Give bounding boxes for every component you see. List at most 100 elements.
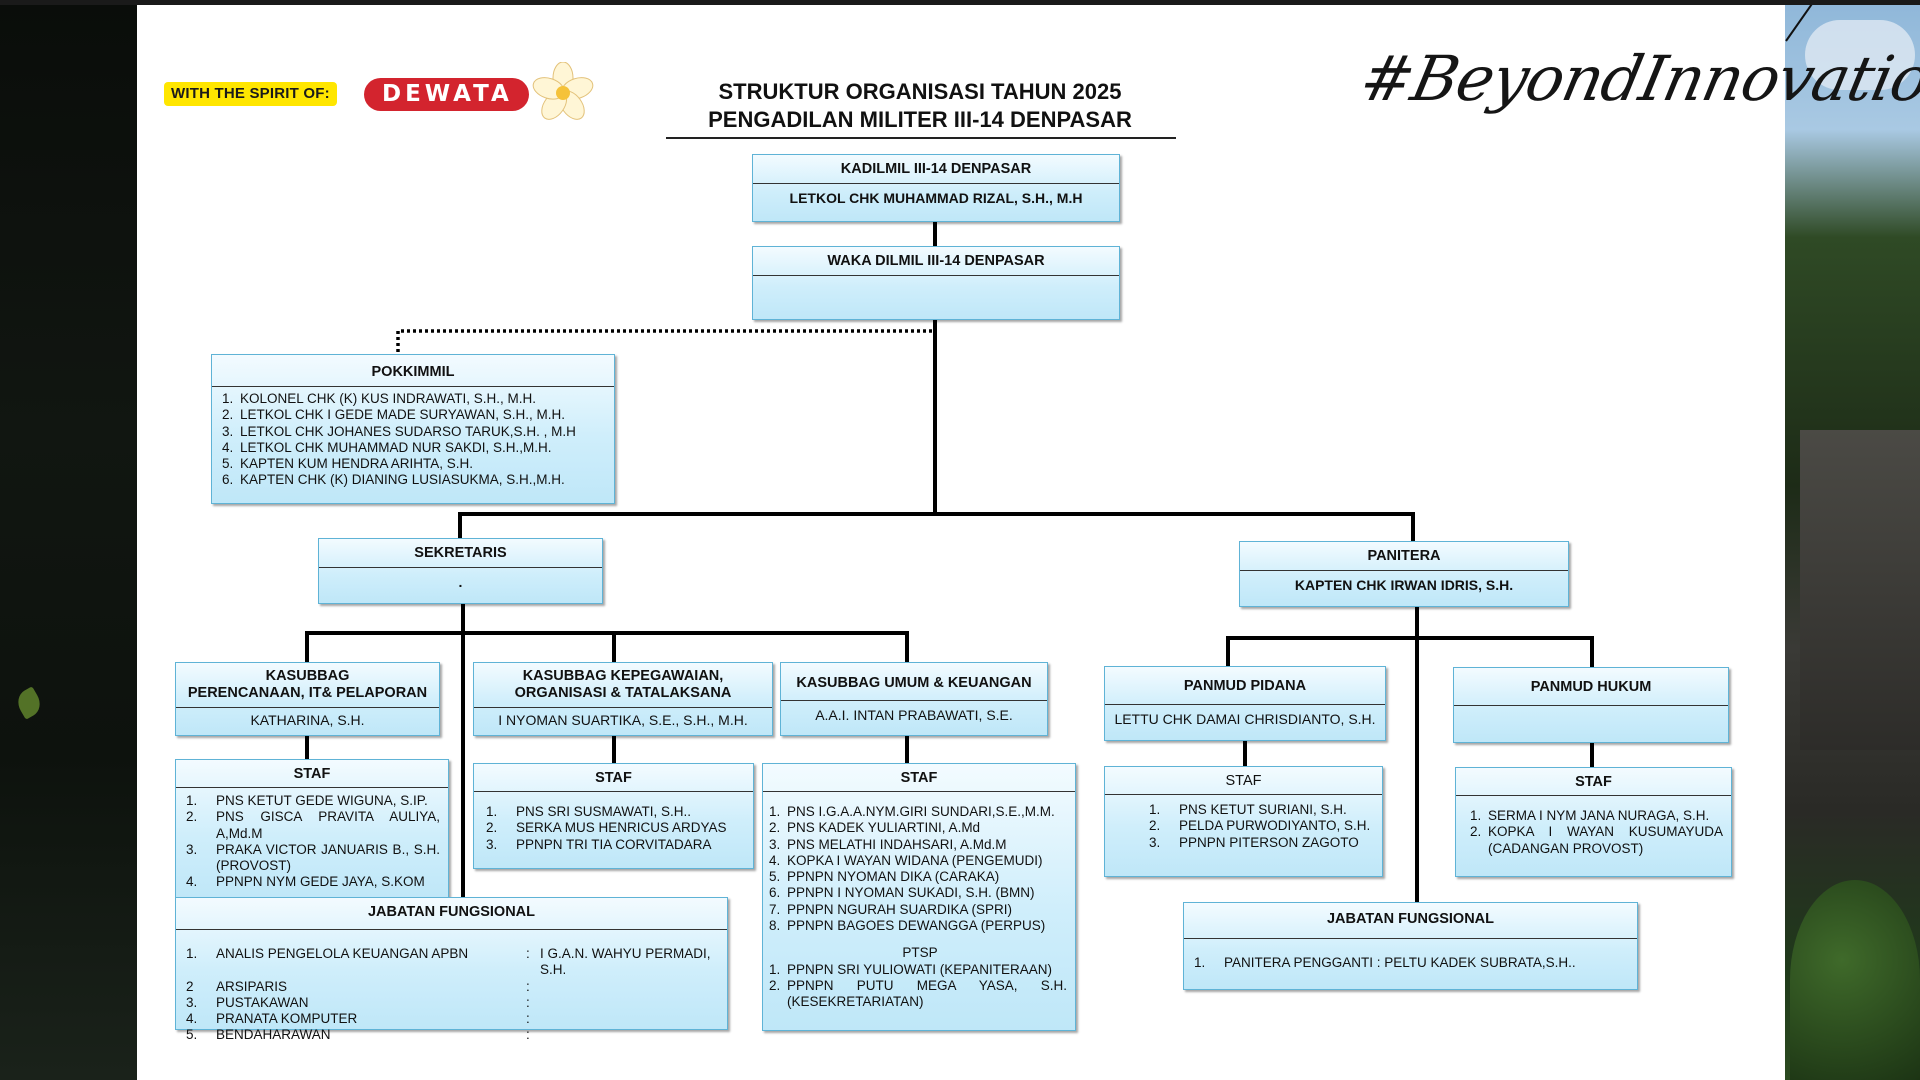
- staf-hukum-list: 1. SERMA I NYM JANA NURAGA, S.H.2.KOPKA I…: [1456, 796, 1731, 857]
- staf-kepeg-box: STAF 1. PNS SRI SUSMAWATI, S.H.. 2. SERKA M…: [473, 763, 754, 869]
- list-item-number: 7.: [769, 901, 781, 917]
- kadilmil-title: KADILMIL III-14 DENPASAR: [753, 155, 1119, 184]
- list-item-number: 3.: [222, 423, 234, 439]
- dewata-logo: DEWATA: [364, 78, 529, 111]
- list-item-holder: [540, 979, 719, 995]
- list-item-text: LETKOL CHK I GEDE MADE SURYAWAN, S.H., M…: [240, 407, 566, 423]
- ptsp-title: PTSP: [902, 945, 938, 961]
- list-item-number: 2.: [186, 809, 198, 825]
- list-item-position: BENDAHARAWAN: [216, 1027, 331, 1043]
- list-item-number: 3.: [1149, 834, 1161, 850]
- list-item: 5. BENDAHARAWAN:: [186, 1027, 719, 1043]
- list-item-number: 3.: [769, 836, 781, 852]
- list-item-text: PPNPN NGURAH SUARDIKA (SPRI): [787, 901, 1013, 917]
- hashtag-signature: #BeyondInnovation: [1354, 42, 1920, 115]
- staf-kepeg-title: STAF: [474, 764, 753, 792]
- title-line-1: STRUKTUR ORGANISASI TAHUN 2025: [718, 79, 1122, 104]
- list-item-number: 1.: [1194, 955, 1206, 970]
- list-item-text: PELDA PURWODIYANTO, S.H.: [1179, 818, 1371, 834]
- title-underline: [666, 137, 1176, 139]
- list-item-text: PPNPN PUTU MEGA YASA, S.H. (KESEKRETARIA…: [787, 977, 1067, 1010]
- list-item: 1. PNS SRI SUSMAWATI, S.H..: [486, 804, 745, 820]
- list-item: 1. PNS KETUT GEDE WIGUNA, S.IP.: [186, 793, 440, 809]
- list-item-number: 2.: [1470, 824, 1482, 840]
- list-item-number: 1.: [222, 391, 234, 406]
- list-item: 2. PPNPN PUTU MEGA YASA, S.H. (KESEKRETAR…: [769, 978, 1067, 1011]
- list-item-text: PNS KETUT GEDE WIGUNA, S.IP.: [216, 793, 428, 808]
- list-item-number: 1.: [769, 961, 781, 977]
- list-item-text: PNS GISCA PRAVITA AULIYA, A,Md.M: [216, 809, 440, 841]
- jf-sekretaris-box: JABATAN FUNGSIONAL 1.ANALIS PENGELOLA KE…: [175, 897, 728, 1042]
- list-item: 6.PPNPN I NYOMAN SUKADI, S.H. (BMN): [769, 885, 1067, 901]
- staf-pidana-list: 1.PNS KETUT SURIANI, S.H.2.PELDA PURWODI…: [1105, 795, 1382, 851]
- list-item-number: 3.: [486, 836, 498, 852]
- list-item: 3. PPNPN PITERSON ZAGOTO: [1149, 835, 1374, 851]
- line-pokkimmil-dotted: [396, 329, 932, 352]
- list-item: 1.KOLONEL CHK (K) KUS INDRAWATI, S.H., M…: [222, 391, 606, 407]
- list-item: 2.KOPKA I WAYAN KUSUMAYUDA (CADANGAN PRO…: [1470, 824, 1723, 857]
- kasubbag-ptip-title-1: KASUBBAG: [265, 668, 350, 684]
- list-item-text: SERMA I NYM JANA NURAGA, S.H.: [1488, 808, 1710, 823]
- jf-panitera-list: 1.PANITERA PENGGANTI : PELTU KADEK SUBRA…: [1184, 939, 1637, 971]
- cloud-decoration: [1805, 20, 1915, 90]
- panmud-pidana-title: PANMUD PIDANA: [1105, 667, 1385, 705]
- list-item-colon: :: [526, 1011, 530, 1027]
- list-item-position: ANALIS PENGELOLA KEUANGAN APBN: [216, 946, 469, 961]
- list-item-holder: [540, 1027, 719, 1043]
- list-item: 4. KOPKA I WAYAN WIDANA (PENGEMUDI): [769, 853, 1067, 869]
- list-item-text: KOPKA I WAYAN WIDANA (PENGEMUDI): [787, 852, 1043, 868]
- list-item: 3. PNS MELATHI INDAHSARI, A.Md.M: [769, 837, 1067, 853]
- list-item-number: 2.: [769, 820, 781, 836]
- list-item-colon: :: [526, 946, 530, 961]
- panmud-pidana-box: PANMUD PIDANA LETTU CHK DAMAI CHRISDIANT…: [1104, 666, 1386, 741]
- bush-decoration: [1790, 880, 1920, 1080]
- panmud-hukum-title: PANMUD HUKUM: [1454, 668, 1728, 706]
- top-border: [0, 0, 1920, 5]
- jf-panitera-box: JABATAN FUNGSIONAL 1.PANITERA PENGGANTI …: [1183, 902, 1638, 990]
- list-item-text: PPNPN BAGOES DEWANGGA (PERPUS): [787, 918, 1046, 934]
- kasubbag-kepeg-title: KASUBBAG KEPEGAWAIAN, ORGANISASI & TATAL…: [474, 663, 772, 708]
- list-item-number: 5.: [186, 1027, 198, 1043]
- list-item-colon: :: [526, 1027, 530, 1043]
- list-item: 4.PRANATA KOMPUTER:: [186, 1011, 719, 1027]
- list-item-position: ARSIPARIS: [216, 978, 288, 994]
- list-item-number: 1.: [1470, 808, 1482, 823]
- panmud-hukum-name: [1454, 706, 1728, 718]
- list-item-number: 2.: [222, 407, 234, 423]
- list-item-number: 2.: [1149, 818, 1161, 834]
- list-item-text: PPNPN PITERSON ZAGOTO: [1179, 834, 1359, 850]
- kadilmil-box: KADILMIL III-14 DENPASAR LETKOL CHK MUHA…: [752, 154, 1120, 222]
- sekretaris-name: .: [458, 574, 463, 590]
- list-item-text: PNS KETUT SURIANI, S.H.: [1179, 802, 1347, 817]
- list-item-text: PRAKA VICTOR JANUARIS B., S.H. (PROVOST): [216, 841, 440, 874]
- list-item-text: PPNPN TRI TIA CORVITADARA: [516, 836, 712, 852]
- list-item-number: 8.: [769, 918, 781, 934]
- waka-title: WAKA DILMIL III-14 DENPASAR: [753, 247, 1119, 276]
- kasubbag-kepeg-name: I NYOMAN SUARTIKA, S.E., S.H., M.H.: [498, 712, 748, 728]
- list-item-text: SERKA MUS HENRICUS ARDYAS: [516, 820, 727, 836]
- kasubbag-ptip-title: KASUBBAG PERENCANAAN, IT& PELAPORAN: [176, 663, 439, 708]
- list-item-number: 6.: [769, 885, 781, 901]
- list-item-text: PNS SRI SUSMAWATI, S.H..: [516, 804, 692, 819]
- list-item-colon: :: [526, 978, 530, 994]
- list-item: 3.PUSTAKAWAN:: [186, 995, 719, 1011]
- list-item-position: PRANATA KOMPUTER: [216, 1011, 358, 1027]
- kasubbag-kepeg-box: KASUBBAG KEPEGAWAIAN, ORGANISASI & TATAL…: [473, 662, 773, 736]
- list-item-holder: [540, 995, 719, 1011]
- list-item-text: KAPTEN KUM HENDRA ARIHTA, S.H.: [240, 456, 474, 472]
- list-item: 8. PPNPN BAGOES DEWANGGA (PERPUS): [769, 918, 1067, 934]
- list-item-number: 4.: [769, 852, 781, 868]
- list-item-number: 1.: [186, 793, 198, 808]
- list-item-number: 2.: [486, 820, 498, 836]
- staf-pidana-box: STAF 1.PNS KETUT SURIANI, S.H.2.PELDA PU…: [1104, 766, 1383, 877]
- list-item-number: 1.: [486, 804, 498, 819]
- list-item: 3. PPNPN TRI TIA CORVITADARA: [486, 837, 745, 853]
- list-item-number: 1.: [186, 946, 198, 961]
- list-item-number: 4.: [222, 439, 234, 455]
- list-item-text: PNS MELATHI INDAHSARI, A.Md.M: [787, 836, 1007, 852]
- list-item-position: PUSTAKAWAN: [216, 994, 309, 1010]
- list-item: 2.PNS KADEK YULIARTINI, A.Md: [769, 820, 1067, 836]
- kasubbag-ptip-name: KATHARINA, S.H.: [250, 712, 365, 728]
- list-item-number: 2.: [769, 977, 781, 993]
